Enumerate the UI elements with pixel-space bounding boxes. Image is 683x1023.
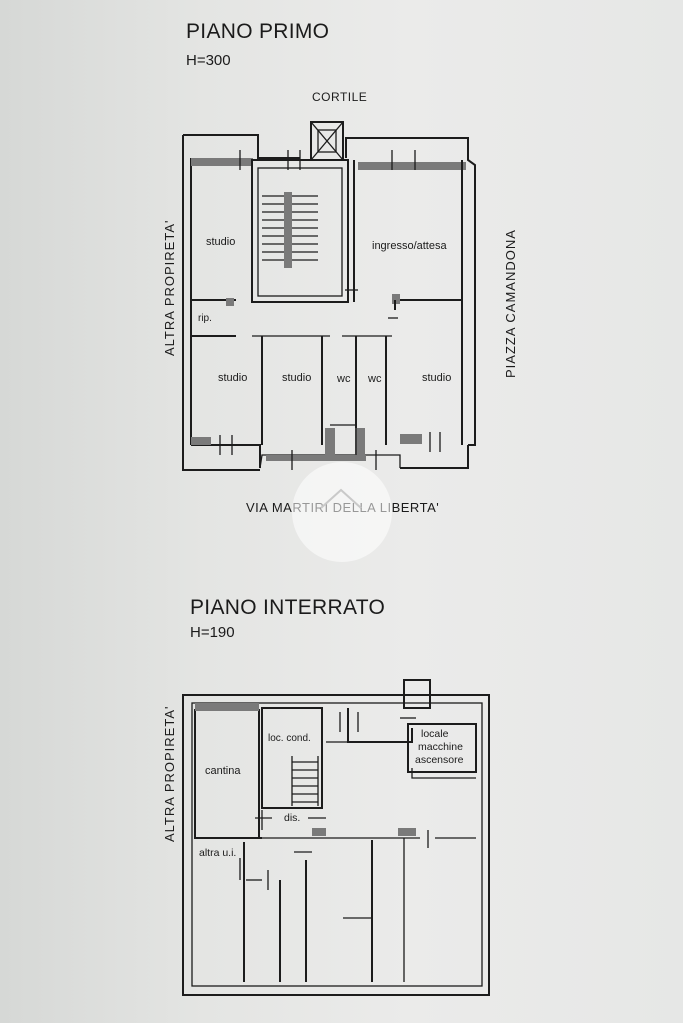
room-studio-mid: studio [282, 372, 312, 384]
basement-height: H=190 [190, 624, 235, 641]
room-locale-line3: ascensore [415, 754, 464, 766]
north-label-cortile: CORTILE [312, 90, 368, 104]
room-locale-line1: locale [421, 728, 449, 740]
room-studio-se: studio [422, 372, 452, 384]
room-dis: dis. [284, 812, 301, 824]
room-cantina: cantina [205, 765, 241, 777]
room-rip: rip. [198, 313, 212, 324]
first-floor-title: PIANO PRIMO [186, 20, 330, 43]
watermark-circle [292, 462, 392, 562]
room-locale-line2: macchine [418, 741, 463, 753]
house-logo-icon [320, 488, 362, 509]
room-wc-1: wc [337, 373, 351, 385]
room-altra-ui: altra u.i. [199, 847, 237, 859]
room-studio-sw: studio [218, 372, 248, 384]
basement-plan [182, 679, 490, 996]
room-ingresso-attesa: ingresso/attesa [372, 240, 447, 252]
first-floor-height: H=300 [186, 52, 231, 69]
room-wc-2: wc [368, 373, 382, 385]
room-studio-nw: studio [206, 236, 236, 248]
room-loc-cond: loc. cond. [268, 733, 311, 744]
first-floor-plan [182, 121, 476, 471]
basement-title: PIANO INTERRATO [190, 596, 386, 619]
